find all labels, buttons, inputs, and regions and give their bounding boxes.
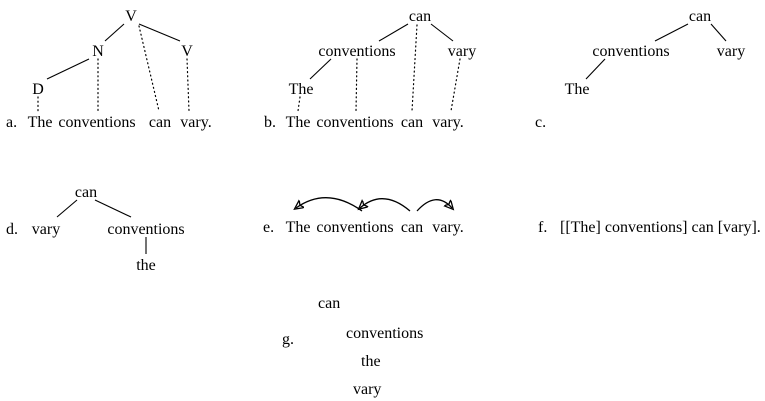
fig-e-word-can: can [400, 219, 424, 236]
fig-f-bracket-notation: [[The] conventions] can [vary]. [560, 219, 761, 236]
fig-e-word-the: The [285, 219, 311, 236]
fig-f-label: f. [538, 219, 548, 236]
fig-c-edge-can-conventions [654, 23, 689, 42]
fig-b-word-vary: vary. [432, 114, 464, 131]
fig-a-word-vary: vary. [180, 114, 212, 131]
fig-c-label: c. [535, 114, 547, 131]
fig-a-word-the: The [27, 114, 53, 131]
fig-d-label: d. [6, 221, 18, 238]
fig-c-node-root: can [688, 8, 712, 25]
fig-g-item-vary: vary [353, 381, 382, 398]
fig-b-dotted-the [297, 96, 301, 112]
fig-b-dotted-can [411, 24, 418, 112]
fig-g-label: g. [282, 331, 294, 348]
fig-a-node-n: N [92, 43, 104, 60]
fig-g-item-can: can [318, 295, 341, 312]
fig-b-node-det: The [288, 81, 314, 98]
fig-b-tree-edges [297, 23, 461, 112]
fig-b-node-left: conventions [318, 43, 396, 60]
fig-b-dotted-conventions [355, 58, 358, 112]
fig-a-node-d: D [32, 81, 44, 98]
fig-d-node-right: conventions [107, 221, 185, 238]
fig-e-dependency-arcs [296, 197, 452, 212]
fig-b-node-root: can [408, 8, 432, 25]
fig-g-item-conventions: conventions [346, 325, 424, 342]
fig-a-edge-root-n [104, 23, 125, 42]
fig-b-word-can: can [400, 114, 424, 131]
fig-a-word-conventions: conventions [58, 114, 136, 131]
fig-d-node-root: can [74, 184, 98, 201]
fig-b-word-conventions: conventions [316, 114, 394, 131]
fig-a-node-v: V [181, 43, 193, 60]
fig-e-word-conventions: conventions [316, 219, 394, 236]
fig-a-dotted-v-vary [186, 58, 190, 112]
fig-b-dotted-vary [450, 58, 461, 112]
fig-e-arrow-can-to-conventions [360, 198, 411, 212]
fig-d-node-left: vary [31, 221, 61, 238]
fig-c-node-right: vary [716, 43, 746, 60]
fig-e-arrow-conventions-to-the [296, 197, 363, 212]
fig-b-word-the: The [285, 114, 311, 131]
fig-b-edge-can-vary [430, 23, 454, 42]
fig-a-tree-edges [37, 23, 190, 112]
fig-a-edge-n-d [46, 58, 90, 80]
fig-b-edge-conventions-the [309, 58, 332, 80]
fig-d-edge-can-conventions [94, 199, 132, 218]
fig-a-edge-root-v [138, 23, 181, 42]
fig-c-edge-can-vary [710, 23, 727, 42]
fig-d-node-child: the [136, 257, 156, 274]
fig-g-item-the: the [361, 353, 381, 370]
fig-c-edge-conventions-the [585, 58, 606, 80]
fig-b-node-right: vary [447, 43, 477, 60]
fig-e-arrow-can-to-vary [416, 199, 452, 212]
fig-b-label: b. [264, 114, 276, 131]
fig-c-node-det: The [564, 81, 590, 98]
fig-a-word-can: can [148, 114, 172, 131]
fig-a-label: a. [6, 114, 18, 131]
fig-a-node-root: V [125, 8, 137, 25]
fig-b-edge-can-conventions [378, 23, 409, 42]
fig-d-edge-can-vary [56, 199, 78, 218]
fig-e-word-vary: vary. [432, 219, 464, 236]
fig-e-label: e. [263, 219, 275, 236]
fig-c-node-left: conventions [592, 43, 670, 60]
fig-a-dotted-root-can [138, 25, 160, 112]
